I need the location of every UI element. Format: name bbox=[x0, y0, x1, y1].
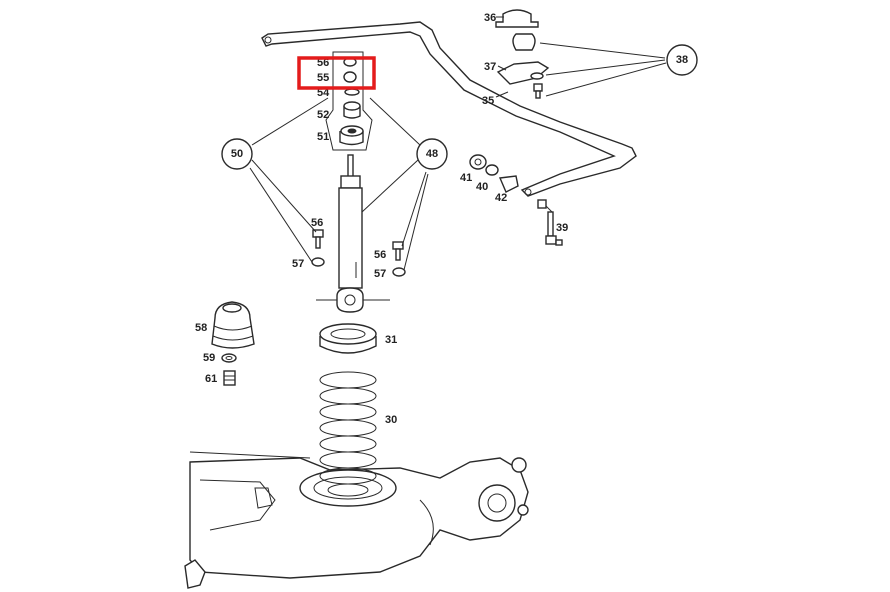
part-label-56-top: 56 bbox=[317, 57, 329, 69]
stabilizer-clamp-lower bbox=[496, 61, 550, 85]
shock-absorber bbox=[316, 154, 390, 313]
part-label-41: 41 bbox=[460, 172, 472, 184]
part-label-51: 51 bbox=[317, 131, 329, 143]
highlight-box bbox=[297, 56, 376, 90]
mount-bolt-right bbox=[392, 241, 406, 277]
part-label-56-right: 56 bbox=[374, 249, 386, 261]
part-label-57-right: 57 bbox=[374, 268, 386, 280]
part-label-40: 40 bbox=[476, 181, 488, 193]
part-label-35: 35 bbox=[482, 95, 494, 107]
stabilizer-bar bbox=[261, 21, 637, 197]
part-label-57-left: 57 bbox=[292, 258, 304, 270]
bushing-41 bbox=[469, 154, 487, 170]
part-label-54: 54 bbox=[317, 87, 330, 99]
callout-38-label: 38 bbox=[676, 54, 688, 66]
part-label-58: 58 bbox=[195, 322, 207, 334]
connecting-link bbox=[537, 199, 563, 246]
bump-stop-nut bbox=[223, 370, 236, 386]
part-label-37: 37 bbox=[484, 61, 496, 73]
stabilizer-clamp-bolt bbox=[533, 83, 543, 99]
part-label-30: 30 bbox=[385, 414, 397, 426]
shock-top-mount-stack bbox=[325, 51, 373, 151]
part-label-56-left: 56 bbox=[311, 217, 323, 229]
callout-48-label: 48 bbox=[426, 148, 438, 160]
callout-38: 38 bbox=[666, 44, 698, 76]
stabilizer-bushing bbox=[512, 33, 536, 51]
spring-pad bbox=[319, 323, 377, 354]
part-label-36: 36 bbox=[484, 12, 496, 24]
leader-lines bbox=[249, 16, 667, 271]
coil-spring bbox=[319, 371, 377, 497]
part-label-39: 39 bbox=[556, 222, 568, 234]
bracket-42 bbox=[498, 175, 519, 193]
mount-bolt-left bbox=[311, 229, 325, 267]
callout-48: 48 bbox=[416, 138, 448, 170]
bump-stop bbox=[211, 301, 255, 349]
lower-control-arm bbox=[184, 451, 529, 589]
bushing-40 bbox=[485, 164, 499, 176]
bump-stop-washer bbox=[221, 353, 237, 363]
part-label-59: 59 bbox=[203, 352, 215, 364]
stabilizer-clamp-upper bbox=[495, 9, 539, 28]
part-label-61: 61 bbox=[205, 373, 217, 385]
part-label-31: 31 bbox=[385, 334, 397, 346]
part-label-42: 42 bbox=[495, 192, 507, 204]
callout-50-label: 50 bbox=[231, 148, 243, 160]
part-label-55: 55 bbox=[317, 72, 329, 84]
part-label-52: 52 bbox=[317, 109, 329, 121]
callout-50: 50 bbox=[221, 138, 253, 170]
